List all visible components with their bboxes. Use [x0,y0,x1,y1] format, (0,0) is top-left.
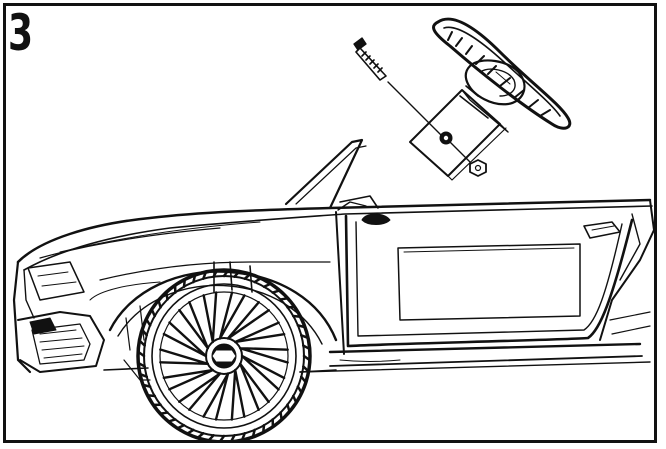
washer-icon [439,131,471,163]
car-body-icon [12,138,654,381]
front-wheel-icon [136,268,312,440]
bolt-icon [353,37,443,137]
nut-icon [469,159,487,177]
steering-column-icon [409,85,509,181]
steering-wheel-icon [432,17,572,130]
step-number: 3 [8,4,33,62]
